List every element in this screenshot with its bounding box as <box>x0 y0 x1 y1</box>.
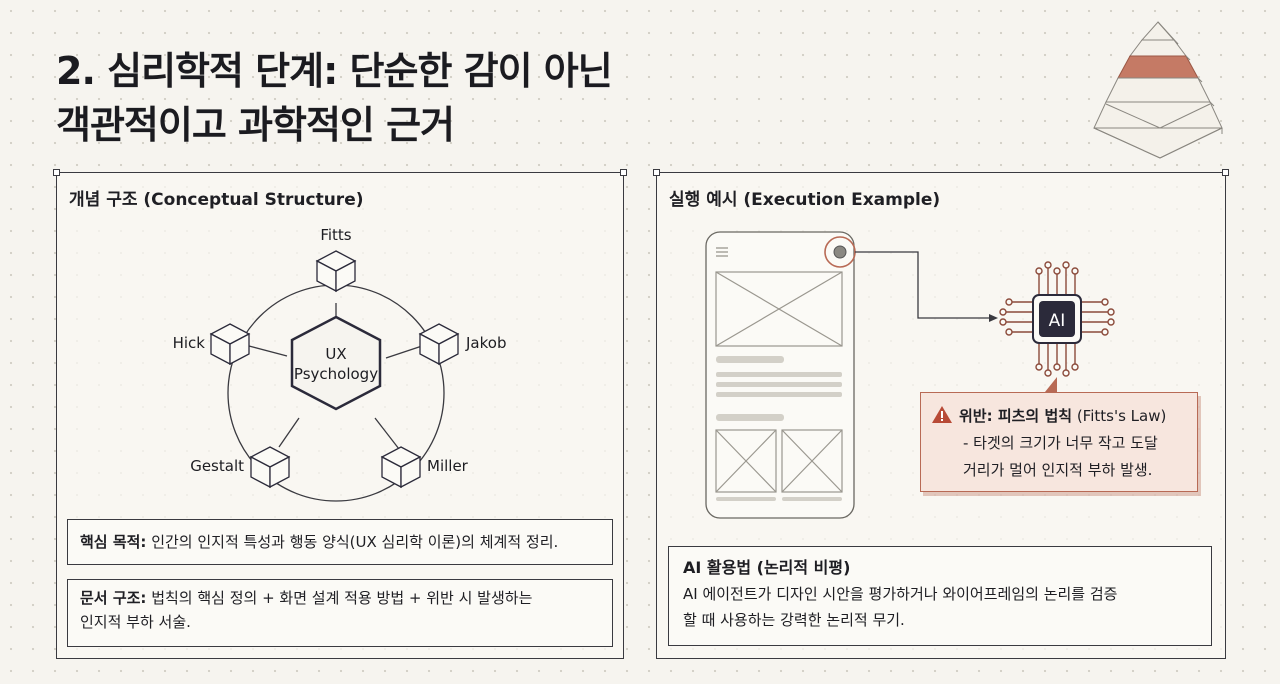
cube-icon <box>380 446 422 489</box>
doc-structure-label: 문서 구조: <box>80 589 147 607</box>
page-title: 2. 심리학적 단계: 단순한 감이 아닌 객관적이고 과학적인 근거 <box>56 44 613 152</box>
cube-icon <box>315 250 357 293</box>
doc-structure-text-2: 인지적 부하 서술. <box>80 613 191 631</box>
doc-structure-box: 문서 구조: 법칙의 핵심 정의 + 화면 설계 적용 방법 + 위반 시 발생… <box>67 579 613 647</box>
ai-chip-icon: AI <box>999 261 1115 377</box>
corner-handle <box>1222 169 1229 176</box>
core-purpose-label: 핵심 목적: <box>80 533 147 551</box>
menu-icon <box>716 247 728 257</box>
image-placeholder <box>715 429 843 493</box>
cube-icon <box>418 323 460 366</box>
ai-usage-box: AI 활용법 (논리적 비평) AI 에이전트가 디자인 시안을 평가하거나 와… <box>668 546 1212 646</box>
core-purpose-box: 핵심 목적: 인간의 인지적 특성과 행동 양식(UX 심리학 이론)의 체계적… <box>67 519 613 565</box>
corner-handle <box>620 169 627 176</box>
node-label-gestalt: Gestalt <box>190 457 244 475</box>
cube-icon <box>249 446 291 489</box>
corner-handle <box>653 169 660 176</box>
ai-usage-line-1: AI 에이전트가 디자인 시안을 평가하거나 와이어프레임의 논리를 검증 <box>683 585 1118 603</box>
arrow-head-icon <box>989 314 998 322</box>
execution-heading: 실행 예시 (Execution Example) <box>669 190 941 210</box>
center-label-1: UX <box>325 345 346 363</box>
concept-panel: 개념 구조 (Conceptual Structure) UX Psycholo… <box>53 169 627 659</box>
title-line-1: 2. 심리학적 단계: 단순한 감이 아닌 <box>56 49 613 93</box>
target-button <box>833 245 847 259</box>
title-line-2: 객관적이고 과학적인 근거 <box>56 103 455 147</box>
pyramid-icon <box>1093 21 1223 159</box>
ai-usage-heading: AI 활용법 (논리적 비평) <box>683 558 851 577</box>
doc-structure-text: 법칙의 핵심 정의 + 화면 설계 적용 방법 + 위반 시 발생하는 <box>146 589 533 607</box>
warning-icon <box>932 406 952 423</box>
cube-icon <box>209 323 251 366</box>
connector-arrow <box>855 251 994 319</box>
core-purpose-text: 인간의 인지적 특성과 행동 양식(UX 심리학 이론)의 체계적 정리. <box>146 533 559 551</box>
node-label-fitts: Fitts <box>320 226 351 244</box>
violation-label-suffix: (Fitts's Law) <box>1072 407 1167 425</box>
center-hexagon <box>290 315 382 411</box>
node-label-jakob: Jakob <box>465 334 506 352</box>
image-placeholder <box>715 271 843 347</box>
corner-handle <box>53 169 60 176</box>
violation-callout: 위반: 피츠의 법칙 (Fitts's Law) - 타겟의 크기가 너무 작고… <box>920 392 1198 492</box>
violation-line-1: - 타겟의 크기가 너무 작고 도달 <box>963 434 1158 452</box>
center-label-2: Psychology <box>294 365 378 383</box>
node-label-miller: Miller <box>427 457 469 475</box>
execution-illustration: AI <box>705 231 1115 519</box>
ai-usage-line-2: 할 때 사용하는 강력한 논리적 무기. <box>683 611 905 629</box>
node-label-hick: Hick <box>173 334 206 352</box>
concept-heading: 개념 구조 (Conceptual Structure) <box>69 190 364 210</box>
ux-psychology-diagram: UX Psychology Fitts J <box>173 226 506 502</box>
violation-label: 위반: 피츠의 법칙 <box>959 407 1073 425</box>
violation-line-2: 거리가 멀어 인지적 부하 발생. <box>963 461 1153 479</box>
ai-chip-label: AI <box>1049 311 1066 331</box>
